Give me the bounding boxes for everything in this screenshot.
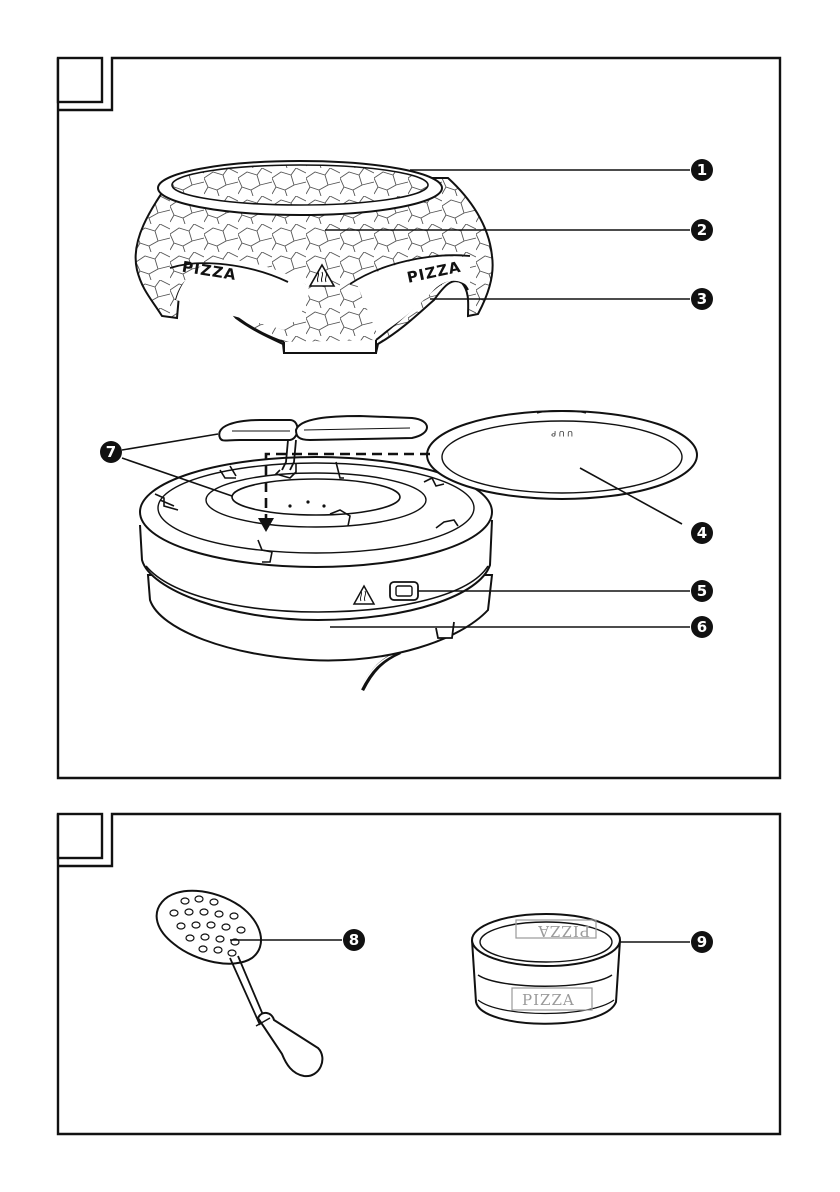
callout-3: 3 bbox=[691, 288, 713, 310]
callout-1: 1 bbox=[691, 159, 713, 181]
callout-6: 6 bbox=[691, 616, 713, 638]
svg-text:8: 8 bbox=[349, 931, 359, 949]
dome: PIZZA PIZZA bbox=[136, 161, 493, 353]
panel-2-number-box bbox=[58, 814, 102, 858]
callout-5: 5 bbox=[691, 580, 713, 602]
switch bbox=[390, 582, 418, 600]
svg-text:1: 1 bbox=[697, 161, 707, 179]
svg-text:2: 2 bbox=[697, 221, 707, 239]
leader-lines-2 bbox=[230, 940, 690, 942]
panel-2: PIZZA PIZZA bbox=[58, 814, 780, 1134]
panel-1-number-box bbox=[58, 58, 102, 102]
ring: PIZZA PIZZA bbox=[472, 914, 620, 1024]
pizza-spatula bbox=[157, 891, 323, 1076]
panel-1: PIZZA PIZZA bbox=[58, 58, 780, 778]
svg-text:4: 4 bbox=[697, 524, 707, 542]
pizza-stone-marking: ᑌ ᑌ ᑭ bbox=[551, 429, 573, 438]
svg-text:3: 3 bbox=[697, 290, 707, 308]
ring-label-back: PIZZA bbox=[537, 922, 590, 940]
pizza-stone: ᑌ ᑌ ᑭ bbox=[427, 411, 697, 499]
svg-text:7: 7 bbox=[106, 443, 116, 461]
callout-4: 4 bbox=[691, 522, 713, 544]
callout-2: 2 bbox=[691, 219, 713, 241]
callout-8: 8 bbox=[343, 929, 365, 951]
svg-text:9: 9 bbox=[697, 933, 707, 951]
svg-text:6: 6 bbox=[697, 618, 707, 636]
base bbox=[140, 457, 492, 690]
ring-label-front: PIZZA bbox=[522, 991, 575, 1009]
svg-text:5: 5 bbox=[697, 582, 707, 600]
callout-7: 7 bbox=[100, 441, 122, 463]
callout-9: 9 bbox=[691, 931, 713, 953]
